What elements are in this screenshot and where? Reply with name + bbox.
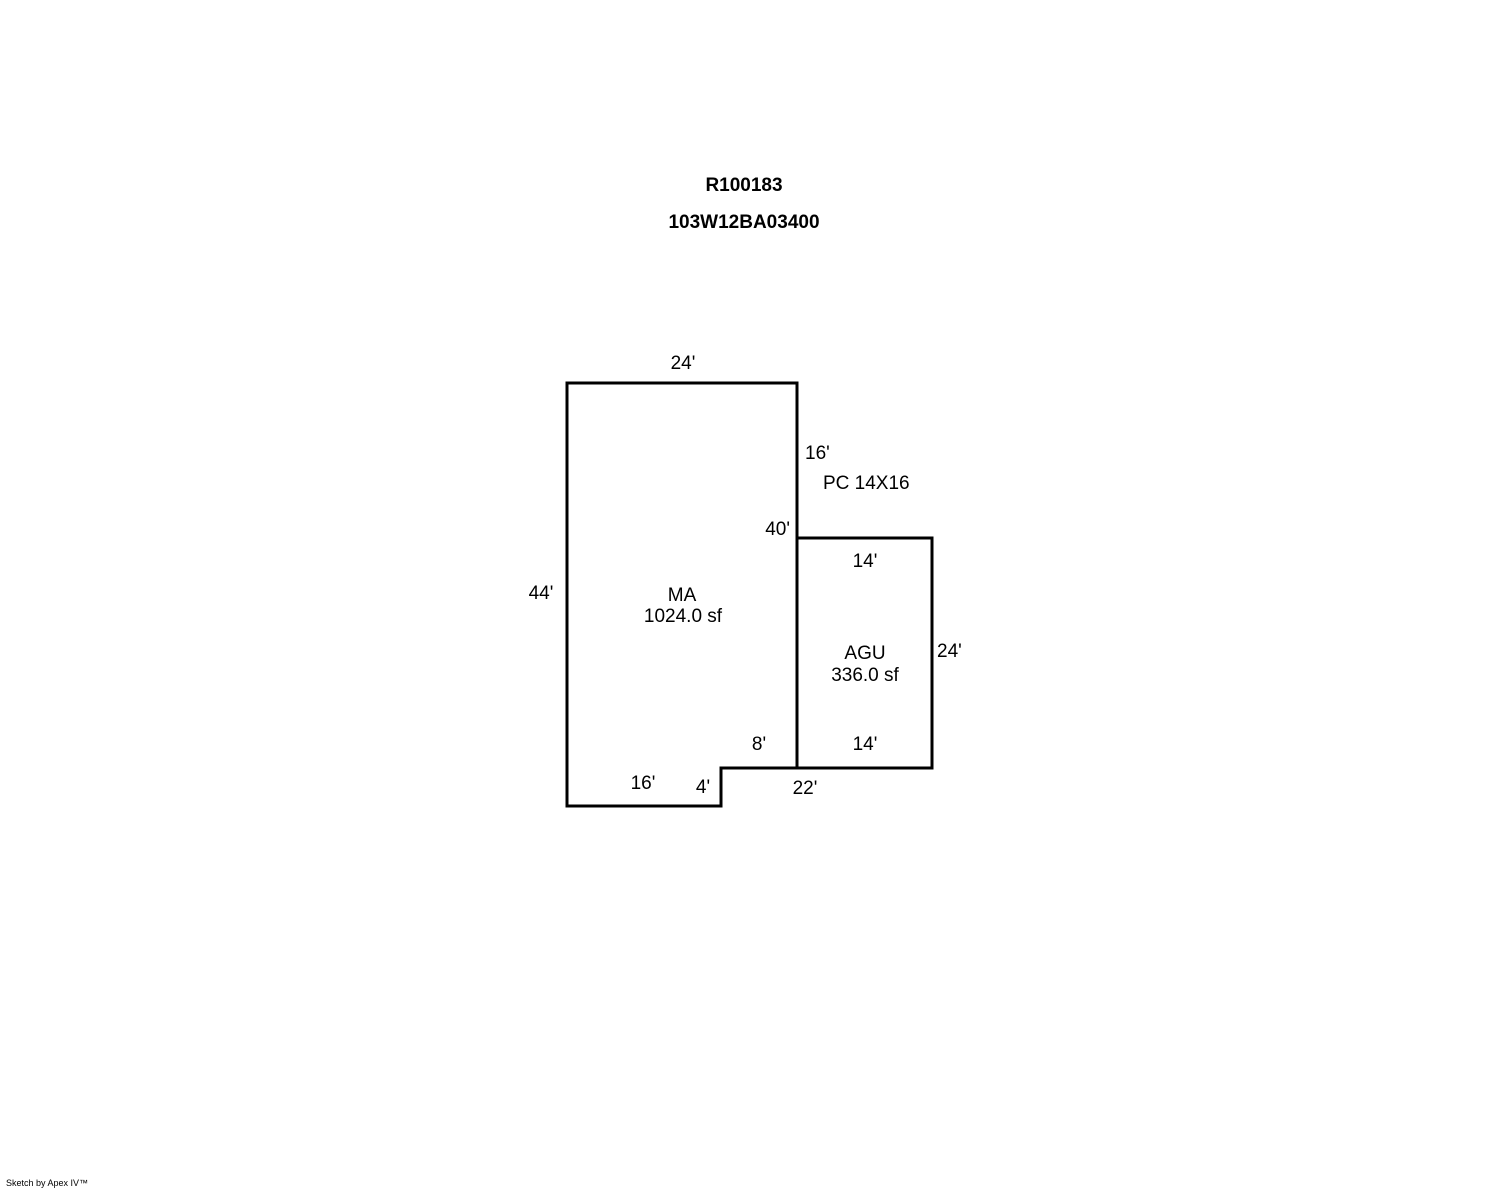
garage-area-outline bbox=[795, 536, 934, 770]
main-area-code: MA bbox=[668, 585, 697, 606]
main-area-size: 1024.0 sf bbox=[644, 606, 723, 627]
garage-area-size: 336.0 sf bbox=[831, 665, 899, 686]
account-id: R100183 bbox=[705, 175, 783, 196]
dim-agu-top: 14' bbox=[853, 551, 878, 572]
map-tax-lot: 103W12BA03400 bbox=[668, 212, 820, 233]
dim-combined-bottom: 22' bbox=[793, 778, 818, 799]
dim-ma-notch-vertical: 4' bbox=[696, 777, 710, 798]
sketch-credit: Sketch by Apex IV™ bbox=[6, 1178, 89, 1188]
main-area-outline bbox=[565, 381, 799, 808]
dim-ma-left: 44' bbox=[529, 583, 554, 604]
dim-ma-top: 24' bbox=[671, 353, 696, 374]
garage-area-code: AGU bbox=[844, 643, 885, 664]
dim-agu-bottom: 14' bbox=[853, 734, 878, 755]
dim-agu-right: 24' bbox=[937, 641, 962, 662]
porch-label: PC 14X16 bbox=[823, 473, 910, 494]
dim-ma-notch-top: 8' bbox=[752, 734, 766, 755]
dim-ma-bottom-left: 16' bbox=[631, 773, 656, 794]
dim-ma-right-upper: 16' bbox=[805, 443, 830, 464]
dim-ma-right-lower: 40' bbox=[765, 519, 790, 540]
